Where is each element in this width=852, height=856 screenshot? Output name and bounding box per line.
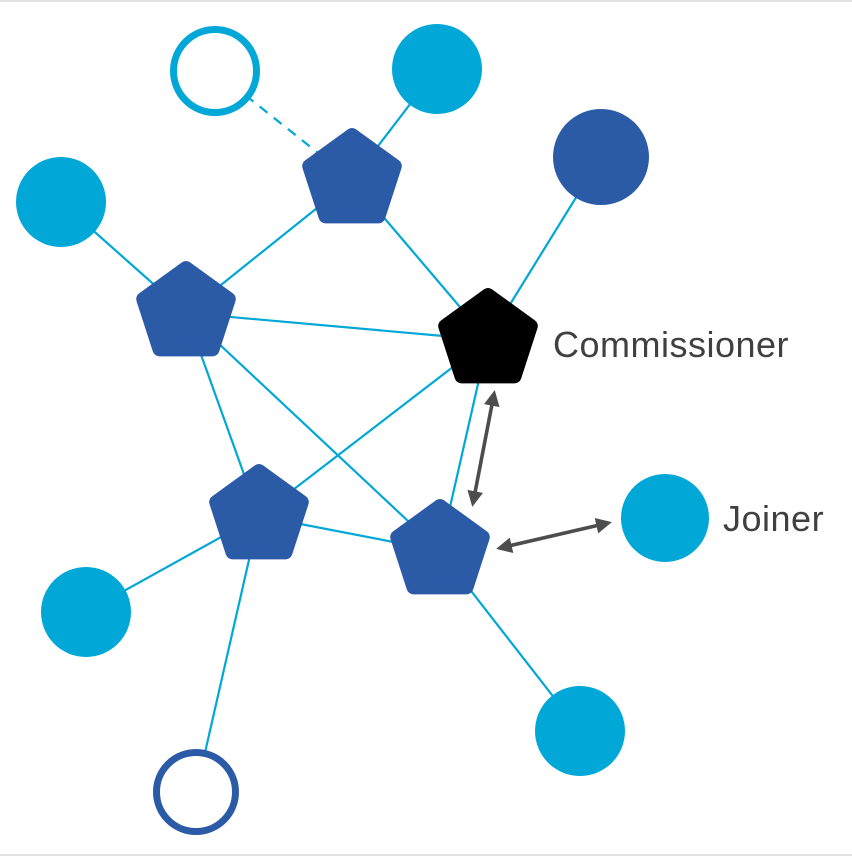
commissioner-label: Commissioner [553,324,790,366]
router-top [302,128,402,224]
dark-circle-top-right [553,109,649,205]
router-bottom-left [209,464,309,560]
end-device-bottom-left [41,567,131,657]
hollow-circle-top-left [170,26,260,116]
arrow-layer [467,390,612,554]
router-left [136,261,236,357]
end-device-left [16,157,106,247]
end-device-top [392,24,482,114]
router-bottom-right [390,499,490,595]
commissioner-joiner-router-arrow [467,390,500,507]
link-router-left--router-bottom-right [185,312,441,552]
joiner-router-joiner-arrow [496,517,612,554]
link-router-bottom-left--hollow-circle-bottom [194,515,261,793]
commissioner [438,288,538,384]
link-router-left--commissioner [185,311,489,342]
end-device-bottom-right [535,686,625,776]
joiner-label: Joiner [723,498,825,540]
node-layer [16,24,709,835]
hollow-circle-bottom [153,749,239,835]
link-router-bottom-left--commissioner [258,339,489,517]
joiner [621,474,709,562]
